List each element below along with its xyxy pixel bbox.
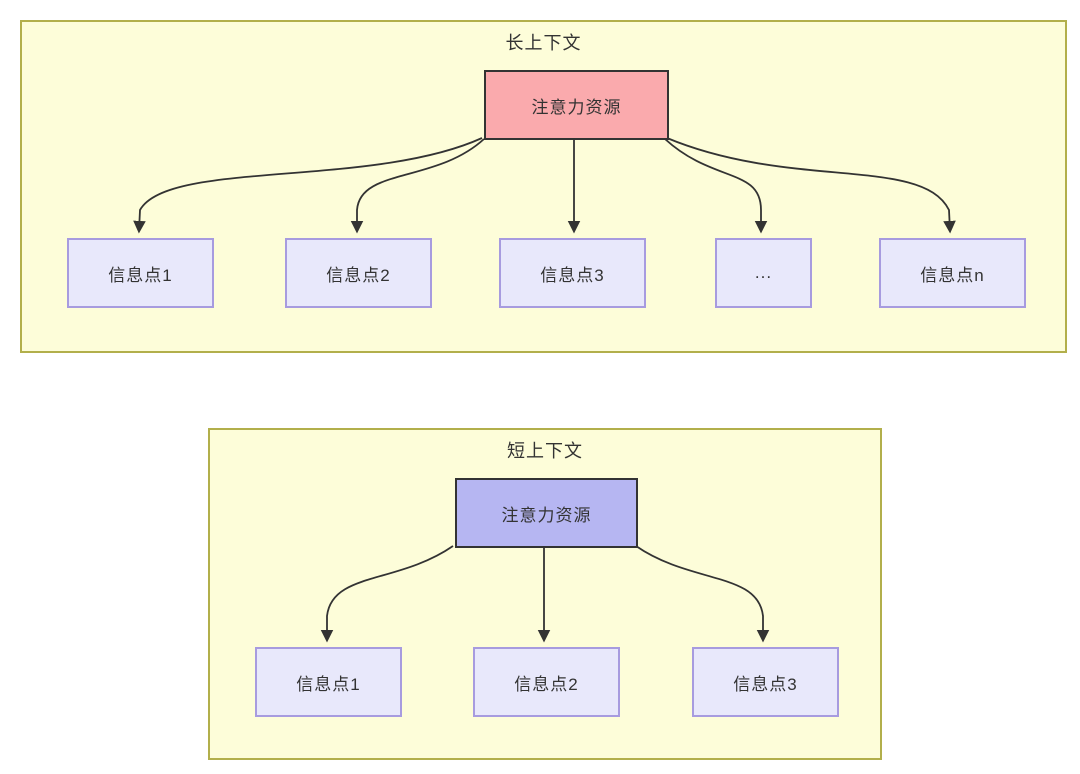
long-info-node-3: 信息点3 (499, 238, 646, 308)
short-attention-box: 注意力资源 (455, 478, 638, 548)
long-context-panel: 长上下文 注意力资源 信息点1 信息点2 信息点3 ... 信息点n (20, 20, 1067, 353)
short-context-panel: 短上下文 注意力资源 信息点1 信息点2 信息点3 (208, 428, 882, 760)
long-info-node-n: 信息点n (879, 238, 1026, 308)
short-info-node-2: 信息点2 (473, 647, 620, 717)
long-info-node-2: 信息点2 (285, 238, 432, 308)
short-info-node-1: 信息点1 (255, 647, 402, 717)
long-info-node-ellipsis: ... (715, 238, 812, 308)
long-attention-box: 注意力资源 (484, 70, 669, 140)
long-info-node-1: 信息点1 (67, 238, 214, 308)
short-info-node-3: 信息点3 (692, 647, 839, 717)
long-context-title: 长上下文 (505, 33, 582, 53)
short-context-title: 短上下文 (507, 441, 583, 461)
